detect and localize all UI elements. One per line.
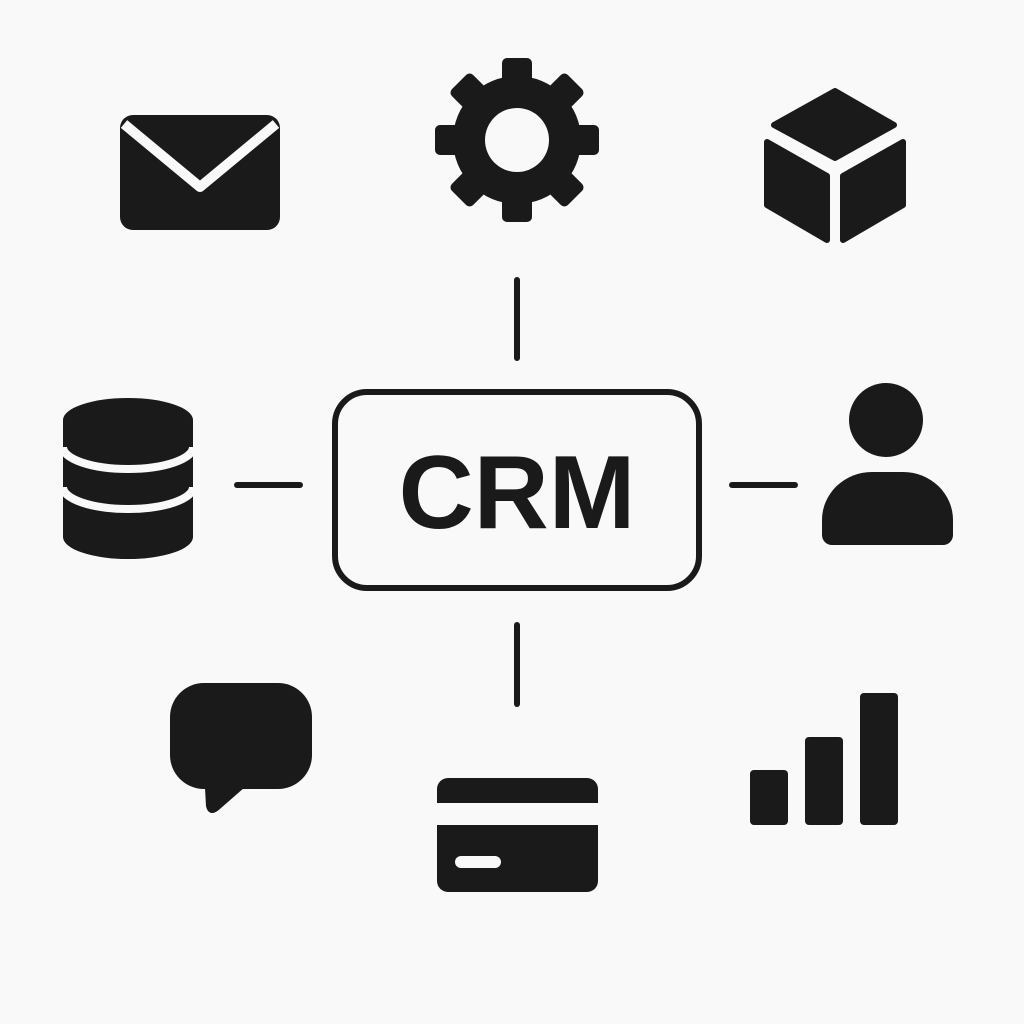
envelope-icon xyxy=(120,115,280,230)
connector-lines xyxy=(234,277,798,707)
chat-bubble-icon xyxy=(170,683,312,813)
credit-card-icon xyxy=(437,778,598,892)
crm-hub: CRM xyxy=(332,389,702,591)
bar-chart-icon xyxy=(750,693,898,825)
crm-label: CRM xyxy=(399,435,636,551)
database-icon xyxy=(59,398,197,559)
user-icon xyxy=(822,383,953,545)
gear-icon xyxy=(435,58,599,222)
cube-icon xyxy=(764,88,906,243)
